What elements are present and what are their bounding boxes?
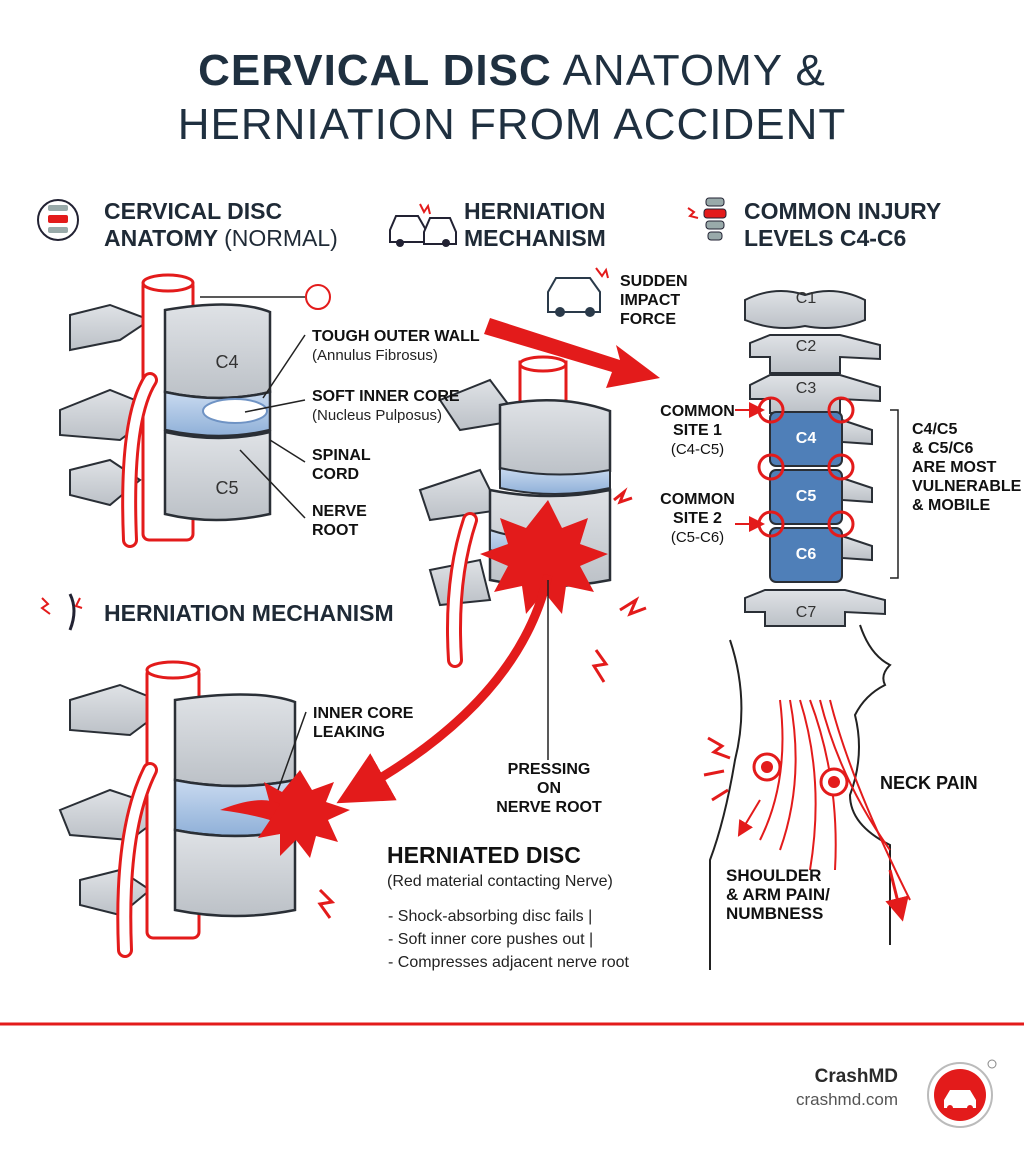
car-crash-icon	[389, 203, 457, 247]
vertebra-c6: C6	[795, 546, 817, 563]
section-levels-line1: COMMON INJURY	[744, 198, 942, 224]
impact-illustration	[336, 267, 660, 804]
herniated-subtitle: (Red material contacting Nerve)	[387, 873, 613, 890]
bullet-2: - Soft inner core pushes out |	[388, 931, 594, 948]
shoulder-line1: SHOULDER	[726, 866, 822, 885]
site2-line2: SITE 2	[673, 510, 722, 527]
leak-line1: INNER CORE	[313, 705, 414, 722]
spine-disc-icon	[37, 199, 79, 241]
normal-disc-illustration	[59, 273, 331, 548]
herniated-bullets: - Shock-absorbing disc fails | - Soft in…	[388, 905, 629, 974]
inner-core-sub: (Nucleus Pulposus)	[312, 407, 443, 424]
leak-label: INNER CORE LEAKING	[313, 704, 413, 742]
section-levels-line2: LEVELS C4-C6	[744, 225, 907, 251]
section-anatomy-line1: CERVICAL DISC	[104, 198, 283, 224]
note-line2: & C5/C6	[912, 440, 974, 457]
site2-label: COMMON SITE 2 (C5-C6)	[650, 490, 745, 547]
vertebra-c5: C5	[795, 488, 817, 505]
vertebra-c1: C1	[795, 290, 817, 307]
section-levels: COMMON INJURY LEVELS C4-C6	[744, 198, 941, 252]
vertebra-c3: C3	[795, 380, 817, 397]
neck-pain-label: NECK PAIN	[880, 773, 978, 793]
leak-line2: LEAKING	[313, 724, 385, 741]
bullet-3: - Compresses adjacent nerve root	[388, 954, 629, 971]
title-line2: HERNIATION FROM ACCIDENT	[177, 100, 847, 149]
note-line5: & MOBILE	[912, 497, 991, 514]
nerve-root-line2: ROOT	[312, 522, 359, 539]
cervical-spine	[735, 290, 899, 627]
spine-injury-icon	[687, 197, 727, 241]
site1-line2: SITE 1	[673, 422, 722, 439]
outer-wall-label: TOUGH OUTER WALL	[312, 328, 480, 345]
section-mechanism-line1: HERNIATION	[464, 198, 606, 224]
vertebra-c7: C7	[795, 604, 817, 621]
site2-line3: (C5-C6)	[670, 529, 725, 546]
spinal-cord-label: SPINAL CORD	[312, 446, 371, 484]
site1-line1: COMMON	[660, 403, 735, 420]
site2-line1: COMMON	[660, 491, 735, 508]
note-line3: ARE MOST	[912, 459, 997, 476]
section-mechanism-line2: MECHANISM	[464, 225, 606, 251]
bullet-1: - Shock-absorbing disc fails |	[388, 908, 593, 925]
vertebra-c4-label: C4	[215, 352, 239, 372]
herniated-disc-illustration	[58, 660, 350, 958]
vulnerable-note: C4/C5 & C5/C6 ARE MOST VULNERABLE & MOBI…	[912, 420, 1021, 515]
section-anatomy-line2: ANATOMY	[104, 225, 218, 251]
spinal-cord-line2: CORD	[312, 466, 360, 483]
inner-core-label: SOFT INNER CORE	[312, 388, 460, 405]
herniated-title: HERNIATED DISC	[387, 842, 581, 868]
vertebra-c2: C2	[795, 338, 817, 355]
title-rest: ANATOMY &	[562, 46, 826, 95]
spinal-cord-line1: SPINAL	[312, 447, 371, 464]
section-mechanism: HERNIATION MECHANISM	[464, 198, 606, 252]
shoulder-pain-label: SHOULDER & ARM PAIN/ NUMBNESS	[726, 866, 830, 923]
section-anatomy-normal: (NORMAL)	[224, 225, 338, 251]
nerve-root-label: NERVE ROOT	[312, 502, 367, 540]
pressing-label: PRESSING ON NERVE ROOT	[494, 760, 604, 817]
note-line4: VULNERABLE	[912, 478, 1022, 495]
brand-name: CrashMD	[814, 1066, 898, 1087]
crashmd-logo-icon	[927, 1059, 997, 1128]
title-bold: CERVICAL DISC	[198, 46, 552, 95]
nerve-pain-icon	[40, 593, 83, 631]
site1-line3: (C4-C5)	[670, 441, 725, 458]
brand-url[interactable]: crashmd.com	[795, 1090, 898, 1109]
impact-line2: IMPACT	[620, 292, 681, 309]
shoulder-line2: & ARM PAIN/	[726, 885, 830, 904]
nerve-root-line1: NERVE	[312, 503, 367, 520]
pressing-line2: NERVE ROOT	[496, 799, 602, 816]
vertebra-c5-label: C5	[215, 478, 239, 498]
neck-figure	[703, 624, 911, 970]
pressing-line1: PRESSING ON	[507, 761, 591, 797]
impact-line1: SUDDEN	[620, 273, 688, 290]
section-anatomy: CERVICAL DISC ANATOMY (NORMAL)	[104, 198, 338, 252]
outer-wall-sub: (Annulus Fibrosus)	[312, 347, 438, 364]
site1-label: COMMON SITE 1 (C4-C5)	[650, 402, 745, 459]
section-mechanism-lower: HERNIATION MECHANISM	[104, 600, 394, 626]
impact-label: SUDDEN IMPACT FORCE	[620, 272, 688, 329]
impact-line3: FORCE	[620, 311, 676, 328]
note-line1: C4/C5	[912, 421, 958, 438]
brand-block: CrashMD crashmd.com	[796, 1066, 898, 1110]
vertebra-c4: C4	[795, 430, 817, 447]
shoulder-line3: NUMBNESS	[726, 904, 824, 923]
page-title: CERVICAL DISC ANATOMY & HERNIATION FROM …	[0, 44, 1024, 152]
